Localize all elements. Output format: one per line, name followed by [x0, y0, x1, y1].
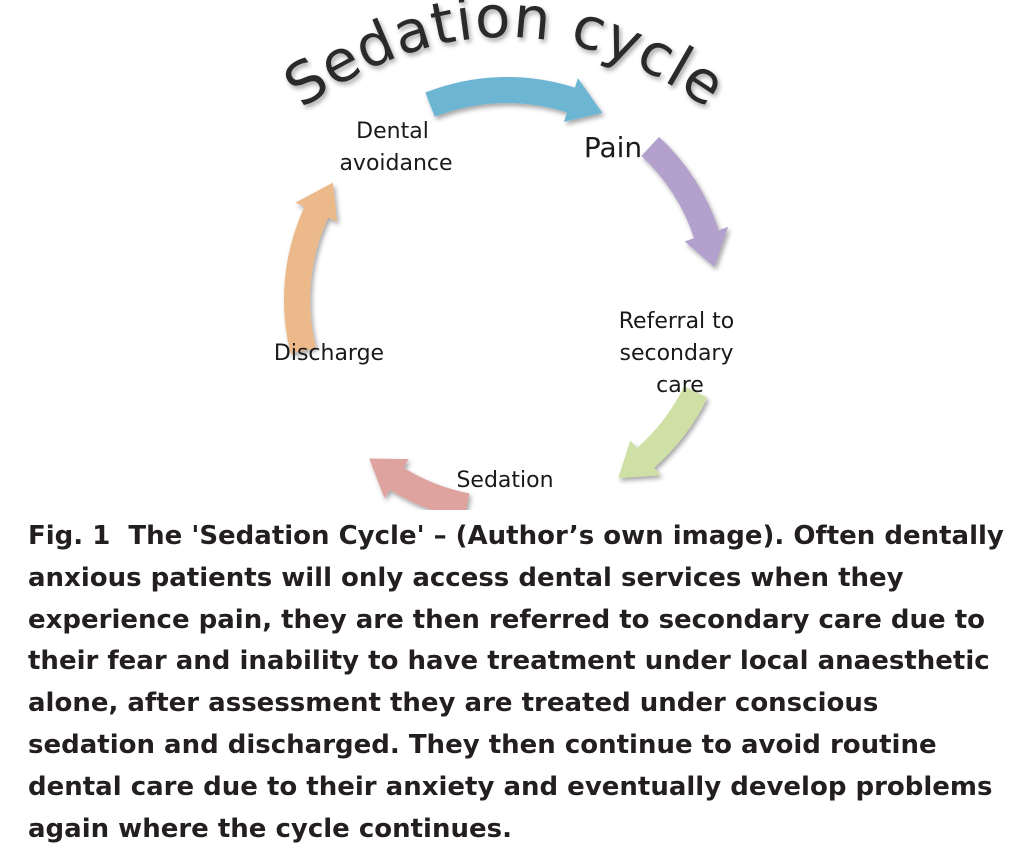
arrow-discharge-to-avoidance	[283, 182, 338, 354]
node-referral-line-3: care	[656, 373, 704, 398]
caption-figure-label: Fig. 1	[28, 521, 111, 551]
node-sedation-line-1: Sedation	[456, 468, 553, 493]
node-dental-avoidance-line-2: avoidance	[339, 151, 452, 176]
arrow-referral-to-sedation	[618, 386, 708, 479]
node-discharge-line-1: Discharge	[274, 341, 384, 366]
arrow-pain-to-referral	[641, 136, 729, 268]
node-sedation: Sedation	[456, 468, 553, 493]
node-dental-avoidance: Dental avoidance	[339, 119, 452, 176]
arrow-sedation-to-discharge	[369, 458, 470, 510]
node-pain: Pain	[584, 131, 642, 164]
arrow-avoidance-to-pain	[425, 77, 603, 122]
cycle-arrows	[283, 77, 729, 510]
sedation-cycle-diagram: Sedation cycle Dental avoidance Pain Ref…	[272, 0, 742, 510]
node-referral-line-1: Referral to	[619, 309, 735, 334]
node-discharge: Discharge	[274, 341, 384, 366]
node-referral-line-2: secondary	[619, 341, 733, 366]
node-pain-line-1: Pain	[584, 131, 642, 164]
figure-caption: Fig. 1 The 'Sedation Cycle' – (Author’s …	[28, 516, 1008, 850]
node-dental-avoidance-line-1: Dental	[356, 119, 429, 144]
caption-text: The 'Sedation Cycle' – (Author’s own ima…	[28, 521, 1004, 844]
node-referral: Referral to secondary care	[619, 309, 742, 398]
